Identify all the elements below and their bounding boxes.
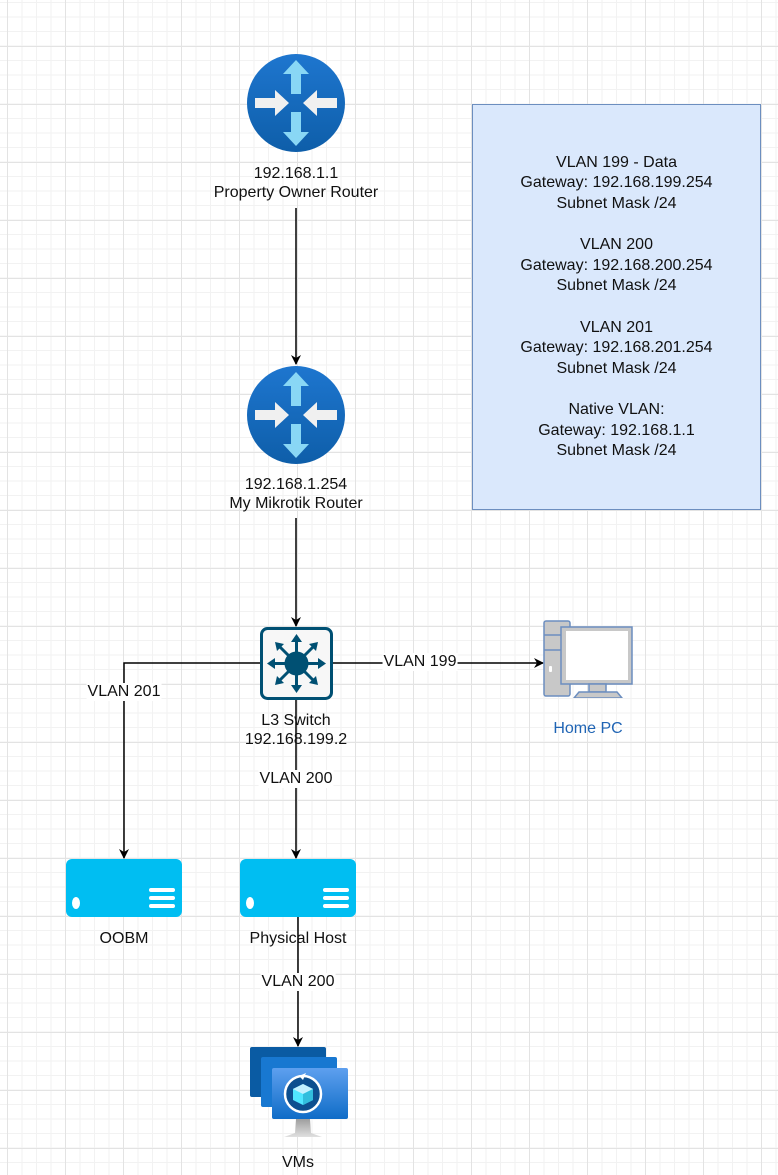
l3-switch-name: L3 Switch — [261, 712, 331, 729]
mikrotik-router-ip: 192.168.1.254 — [244, 476, 348, 493]
node-l3-switch[interactable] — [260, 627, 333, 700]
node-physical-host[interactable] — [240, 859, 356, 917]
node-mikrotik-router[interactable] — [247, 366, 345, 464]
mikrotik-router-name: My Mikrotik Router — [229, 495, 363, 512]
router-icon — [247, 54, 345, 152]
info-mask: Subnet Mask /24 — [556, 359, 677, 377]
home-pc-label: Home PC — [553, 720, 623, 737]
owner-router-name: Property Owner Router — [213, 184, 379, 201]
info-title: VLAN 201 — [580, 318, 653, 336]
info-title: VLAN 199 - Data — [556, 153, 677, 171]
layer3-switch-icon — [260, 627, 333, 700]
node-home-pc[interactable] — [543, 620, 633, 699]
info-gateway: Gateway: 192.168.199.254 — [520, 174, 713, 191]
router-icon — [247, 366, 345, 464]
mikrotik-router-label: 192.168.1.254 My Mikrotik Router — [229, 475, 362, 513]
vms-label: VMs — [282, 1154, 314, 1171]
desktop-computer-icon — [543, 620, 633, 699]
info-gateway: Gateway: 192.168.1.1 — [538, 421, 695, 439]
edge-label-vlan-200-vms: VLAN 200 — [260, 973, 336, 991]
server-icon — [66, 859, 182, 917]
physical-host-label: Physical Host — [249, 930, 347, 947]
info-mask: Subnet Mask /24 — [556, 277, 677, 294]
node-owner-router[interactable] — [247, 54, 345, 152]
l3-switch-label: L3 Switch 192.168.199.2 — [245, 711, 347, 749]
virtual-machines-icon — [250, 1047, 348, 1137]
node-oobm[interactable] — [66, 859, 182, 917]
l3-switch-ip: 192.168.199.2 — [244, 731, 348, 748]
info-mask: Subnet Mask /24 — [556, 194, 677, 212]
info-gateway: Gateway: 192.168.201.254 — [520, 339, 713, 356]
edge-switch-to-oobm — [119, 662, 260, 859]
info-block-native-vlan: Native VLAN: Gateway: 192.168.1.1 Subnet… — [538, 400, 695, 462]
edge-label-vlan-199: VLAN 199 — [382, 653, 458, 671]
owner-router-label: 192.168.1.1 Property Owner Router — [214, 164, 379, 202]
info-title: Native VLAN: — [568, 401, 665, 418]
owner-router-ip: 192.168.1.1 — [253, 165, 339, 182]
vlan-info-box[interactable]: VLAN 199 - Data Gateway: 192.168.199.254… — [472, 104, 761, 510]
info-block-vlan-199: VLAN 199 - Data Gateway: 192.168.199.254… — [520, 153, 712, 215]
info-block-vlan-200: VLAN 200 Gateway: 192.168.200.254 Subnet… — [520, 235, 712, 297]
edge-label-vlan-200-host: VLAN 200 — [258, 770, 334, 788]
oobm-label: OOBM — [99, 930, 149, 947]
edge-label-vlan-201: VLAN 201 — [86, 683, 162, 701]
server-icon — [240, 859, 356, 917]
info-mask: Subnet Mask /24 — [556, 442, 677, 459]
node-vms[interactable] — [248, 1047, 348, 1140]
info-block-vlan-201: VLAN 201 Gateway: 192.168.201.254 Subnet… — [520, 318, 712, 380]
info-gateway: Gateway: 192.168.200.254 — [520, 256, 713, 274]
info-title: VLAN 200 — [580, 236, 653, 253]
